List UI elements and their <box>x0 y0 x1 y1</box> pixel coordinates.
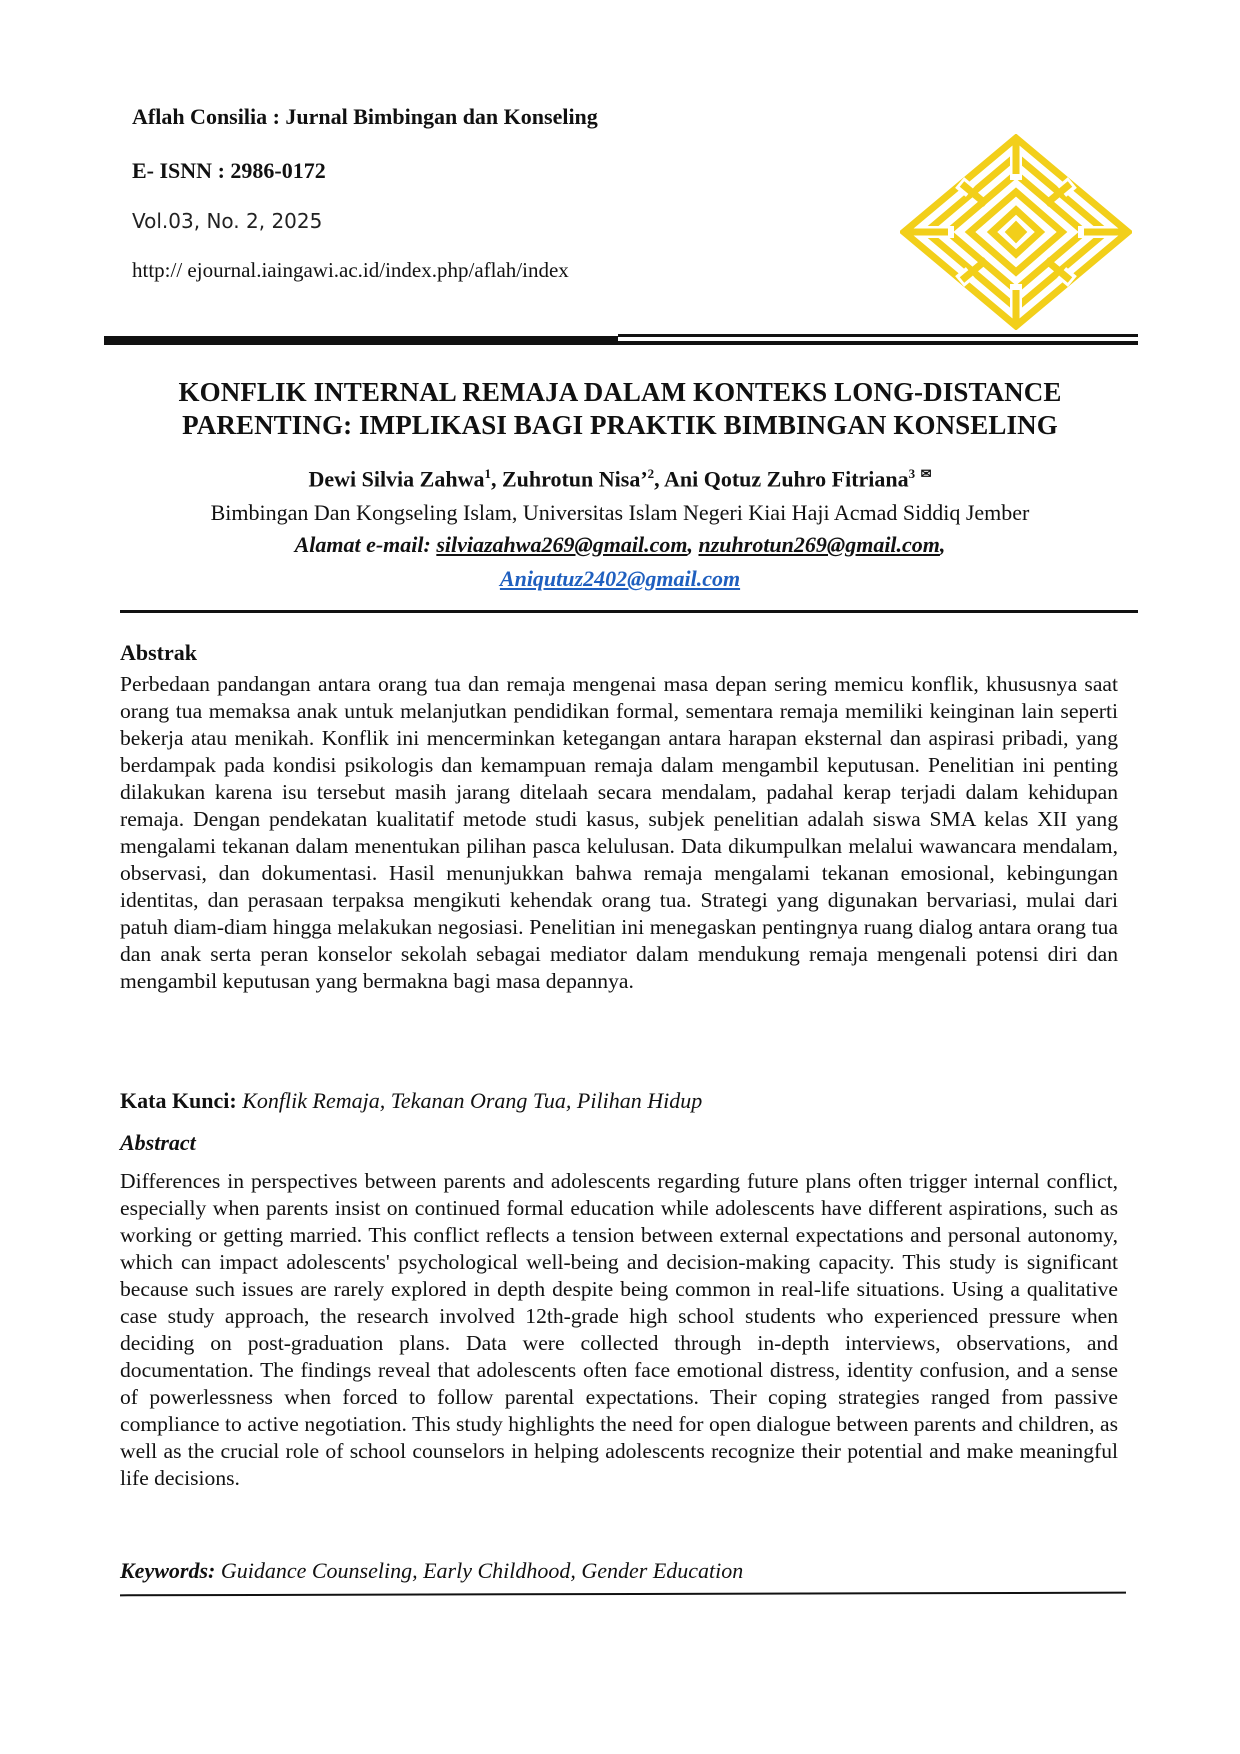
author-list: Dewi Silvia Zahwa1, Zuhrotun Nisa’2, Ani… <box>100 466 1140 492</box>
email-link-1[interactable]: silviazahwa269@gmail.com <box>436 532 688 557</box>
journal-issn: E- ISNN : 2986-0172 <box>132 158 326 183</box>
abstract-bottom-rule <box>119 1591 1127 1597</box>
author-2-superscript: 2 <box>647 466 655 481</box>
header-rule-top-right <box>618 334 1138 337</box>
author-3-superscript: 3 <box>908 466 916 481</box>
golden-geometric-emblem-icon <box>900 134 1132 330</box>
journal-volume: Vol.03, No. 2, 2025 <box>132 209 323 233</box>
email-end: , <box>939 532 946 557</box>
abstract-heading: Abstract <box>120 1130 196 1155</box>
keywords-values: Guidance Counseling, Early Childhood, Ge… <box>215 1558 744 1583</box>
author-1-superscript: 1 <box>484 466 491 481</box>
author-separator: , <box>490 466 502 492</box>
journal-url: http:// ejournal.iaingawi.ac.id/index.ph… <box>132 258 569 282</box>
abstrak-heading: Abstrak <box>120 640 198 665</box>
email-label: Alamat e-mail: <box>294 532 437 557</box>
kata-kunci: Kata Kunci: Konflik Remaja, Tekanan Oran… <box>120 1088 702 1114</box>
title-line-1: KONFLIK INTERNAL REMAJA DALAM KONTEKS LO… <box>178 377 1062 407</box>
article-title: KONFLIK INTERNAL REMAJA DALAM KONTEKS LO… <box>100 376 1140 442</box>
kata-kunci-values: Konflik Remaja, Tekanan Orang Tua, Pilih… <box>236 1088 703 1113</box>
affiliation: Bimbingan Dan Kongseling Islam, Universi… <box>210 500 1030 525</box>
abstrak-text: Perbedaan pandangan antara orang tua dan… <box>120 672 1118 993</box>
mail-icon: ✉ <box>920 466 932 481</box>
kata-kunci-label: Kata Kunci: <box>120 1088 237 1113</box>
header-rule-bottom <box>104 341 1138 345</box>
abstract-text: Differences in perspectives between pare… <box>120 1169 1118 1490</box>
email-separator: , <box>687 532 699 557</box>
email-link-2[interactable]: nzuhrotun269@gmail.com <box>698 532 940 557</box>
author-3: Ani Qotuz Zuhro Fitriana <box>663 466 909 492</box>
title-line-2: PARENTING: IMPLIKASI BAGI PRAKTIK BIMBIN… <box>182 410 1058 440</box>
email-link-3[interactable]: Aniqutuz2402@gmail.com <box>499 566 741 591</box>
author-1: Dewi Silvia Zahwa <box>308 466 485 492</box>
journal-name: Aflah Consilia : Jurnal Bimbingan dan Ko… <box>132 104 598 129</box>
author-separator: , <box>654 466 664 492</box>
keywords-label: Keywords: <box>120 1558 216 1583</box>
author-divider <box>120 610 1138 613</box>
keywords: Keywords: Guidance Counseling, Early Chi… <box>120 1558 743 1584</box>
email-line: Alamat e-mail: silviazahwa269@gmail.com,… <box>100 532 1140 558</box>
author-2: Zuhrotun Nisa’ <box>501 466 648 492</box>
email-line-2: Aniqutuz2402@gmail.com <box>100 566 1140 592</box>
header-rule-top <box>104 336 618 341</box>
